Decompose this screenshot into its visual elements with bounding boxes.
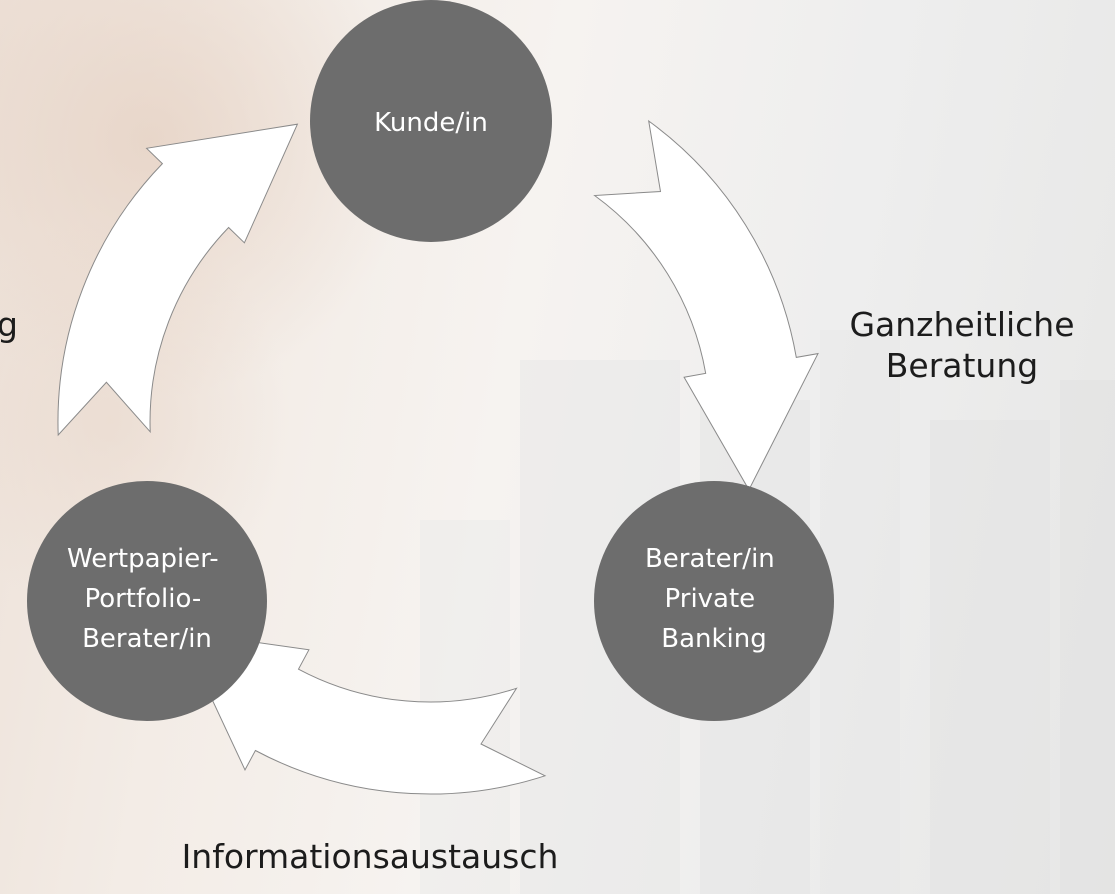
edge-label-holistic-advice: Ganzheitliche Beratung (812, 304, 1112, 386)
arrow-portfolio-to-customer (57, 123, 299, 437)
edge-label-information-exchange: Informationsaustausch (160, 836, 580, 877)
node-portfolio-advisor-circle (27, 481, 267, 721)
node-customer: Kunde/in (310, 0, 552, 242)
edge-label-left-line1: g (0, 305, 18, 344)
edge-label-left-cropped: g (0, 304, 18, 345)
cycle-arrows (57, 119, 819, 795)
edge-label-bottom-line1: Informationsaustausch (181, 837, 559, 876)
node-customer-label: Kunde/in (374, 108, 488, 138)
node-portfolio-advisor-label: Wertpapier- Portfolio- Berater/in (67, 544, 227, 654)
node-private-banking-circle (594, 481, 834, 721)
edge-label-right-line1: Ganzheitliche (849, 305, 1075, 344)
node-customer-circle (310, 0, 552, 242)
node-private-banking-label: Berater/in Private Banking (645, 544, 783, 654)
edge-label-right-line2: Beratung (885, 346, 1039, 385)
node-portfolio-advisor: Wertpapier- Portfolio- Berater/in (27, 481, 267, 721)
node-private-banking: Berater/in Private Banking (594, 481, 834, 721)
